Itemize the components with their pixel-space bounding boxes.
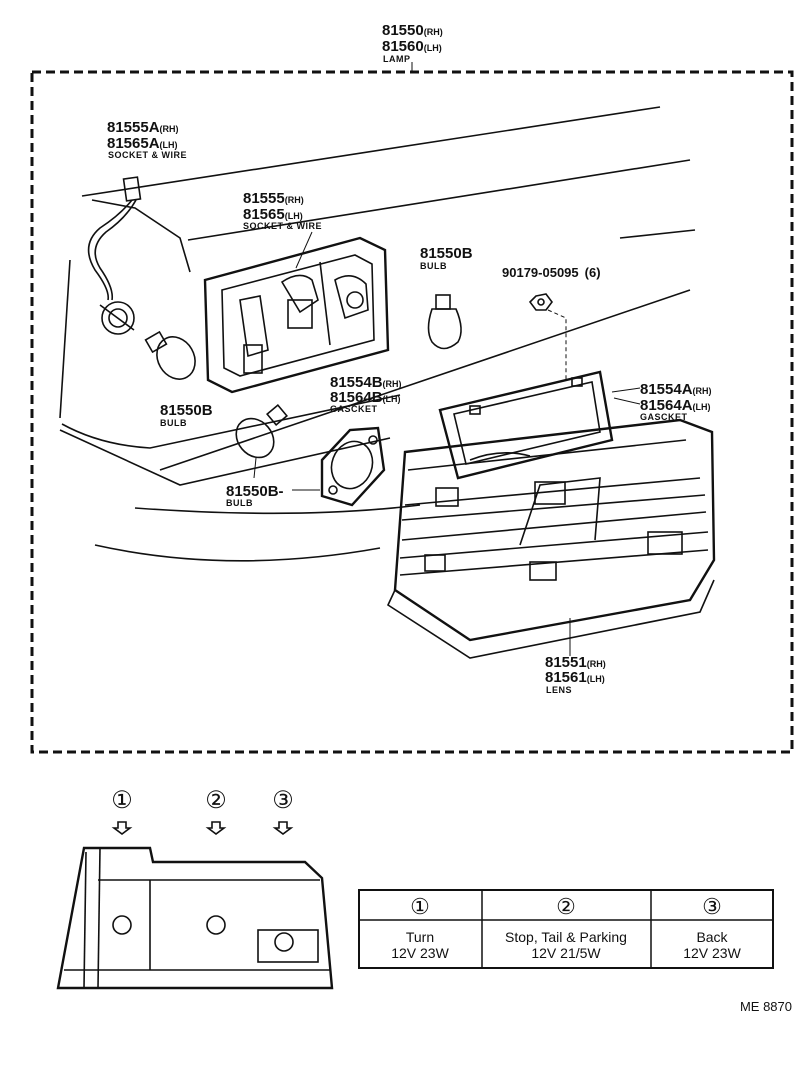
svg-text:81551(RH): 81551(RH)	[545, 654, 606, 671]
gasket-a-label: 81554A(RH) 81564A(LH) GASCKET	[640, 381, 712, 422]
lamp-front-view	[56, 846, 334, 990]
lamp-pn-rh: 81550	[382, 22, 424, 39]
gasket-a-pn-lh-suffix: (LH)	[693, 402, 711, 412]
svg-text:81565(LH): 81565(LH)	[243, 206, 303, 223]
svg-text:81565A(LH): 81565A(LH)	[107, 135, 178, 152]
gasket-a-name: GASCKET	[640, 412, 688, 422]
bulb-left-part	[144, 330, 196, 380]
bulb-bottom-pn: 81550B-	[226, 483, 284, 500]
gasket-b-pn-rh-suffix: (RH)	[383, 379, 402, 389]
gasket-b-pn-rh: 81554B	[330, 374, 383, 391]
bulb-position-markers: ① ② ③	[111, 787, 294, 835]
socket-wire-a-name: SOCKET & WIRE	[108, 150, 187, 160]
table-spec-3: 12V 23W	[683, 945, 741, 961]
lamp-pn-lh: 81560	[382, 38, 424, 55]
nut-pn: 90179-05095	[502, 265, 579, 280]
bulb-left-pn: 81550B	[160, 402, 213, 419]
gasket-a-part	[438, 370, 614, 480]
table-header-1: ①	[410, 894, 430, 919]
svg-text:81564B(LH): 81564B(LH)	[330, 389, 401, 406]
socket-wire-a-part	[87, 176, 142, 335]
lens-name: LENS	[546, 685, 572, 695]
bulb-top-part	[427, 294, 462, 350]
socket-wire-pn-rh-suffix: (RH)	[285, 195, 304, 205]
svg-text:90179-05095(6): 90179-05095 (6)	[502, 265, 601, 280]
bulb-bottom-name: BULB	[226, 498, 253, 508]
leader-lines	[292, 231, 641, 656]
marker-3: ③	[272, 787, 294, 814]
svg-text:81564A(LH): 81564A(LH)	[640, 397, 711, 414]
lens-pn-rh: 81551	[545, 654, 587, 671]
bulb-bottom-label: 81550B- BULB	[226, 483, 284, 508]
bulb-bottom-part	[235, 404, 288, 479]
arrow-down-icon	[111, 821, 133, 835]
nut-label: 90179-05095 (6)	[502, 265, 601, 280]
svg-text:81555A(RH): 81555A(RH)	[107, 119, 179, 136]
lens-label: 81551(RH) 81561(LH) LENS	[545, 654, 606, 695]
table-function-1: Turn	[406, 929, 434, 945]
socket-wire-pn-lh: 81565	[243, 206, 285, 223]
lens-pn-lh-suffix: (LH)	[587, 674, 605, 684]
bulb-top-name: BULB	[420, 261, 447, 271]
gasket-a-pn-lh: 81564A	[640, 397, 693, 414]
bulb-spec-table: ① ② ③ Turn 12V 23W Stop, Tail & Parking …	[358, 889, 774, 969]
gasket-a-pn-rh: 81554A	[640, 381, 693, 398]
gasket-b-pn-lh-suffix: (LH)	[383, 394, 401, 404]
arrow-down-icon	[205, 821, 227, 835]
table-function-3: Back	[696, 929, 728, 945]
svg-text:81555(RH): 81555(RH)	[243, 190, 304, 207]
gasket-b-part	[320, 426, 386, 507]
table-function-2: Stop, Tail & Parking	[505, 929, 627, 945]
table-header-3: ③	[702, 894, 722, 919]
table-spec-2: 12V 21/5W	[531, 945, 601, 961]
socket-wire-a-pn-rh-suffix: (RH)	[160, 124, 179, 134]
lamp-name: LAMP	[383, 54, 411, 64]
figure-code: ME 8870	[740, 999, 792, 1014]
nut-qty: (6)	[585, 265, 601, 280]
socket-wire-a-pn-lh-suffix: (LH)	[160, 140, 178, 150]
lamp-pn-rh-suffix: (RH)	[424, 27, 443, 37]
table-header-2: ②	[556, 894, 576, 919]
svg-text:81561(LH): 81561(LH)	[545, 669, 605, 686]
svg-text:81550(RH): 81550(RH)	[382, 22, 443, 39]
bulb-left-name: BULB	[160, 418, 187, 428]
lens-pn-lh: 81561	[545, 669, 587, 686]
svg-text:81554B(RH): 81554B(RH)	[330, 374, 402, 391]
arrow-down-icon	[272, 821, 294, 835]
socket-wire-a-pn-lh: 81565A	[107, 135, 160, 152]
gasket-b-name: GASCKET	[330, 404, 378, 414]
gasket-b-pn-lh: 81564B	[330, 389, 383, 406]
bulb-top-pn: 81550B	[420, 245, 473, 262]
socket-housing-part	[203, 236, 390, 394]
lens-pn-rh-suffix: (RH)	[587, 659, 606, 669]
marker-1: ①	[111, 787, 133, 814]
socket-wire-pn-lh-suffix: (LH)	[285, 211, 303, 221]
svg-text:81560(LH): 81560(LH)	[382, 38, 442, 55]
nut-part	[528, 293, 567, 380]
socket-wire-a-pn-rh: 81555A	[107, 119, 160, 136]
lamp-label: 81550(RH) 81560(LH) LAMP	[382, 22, 443, 64]
socket-wire-pn-rh: 81555	[243, 190, 285, 207]
bulb-left-label: 81550B BULB	[160, 402, 213, 428]
socket-wire-name: SOCKET & WIRE	[243, 221, 322, 231]
lens-part	[386, 418, 716, 659]
table-spec-1: 12V 23W	[391, 945, 449, 961]
bulb-top-label: 81550B BULB	[420, 245, 473, 271]
body-panel	[59, 106, 696, 562]
lamp-pn-lh-suffix: (LH)	[424, 43, 442, 53]
gasket-a-pn-rh-suffix: (RH)	[693, 386, 712, 396]
socket-wire-label: 81555(RH) 81565(LH) SOCKET & WIRE	[243, 190, 322, 231]
marker-2: ②	[205, 787, 227, 814]
svg-text:81554A(RH): 81554A(RH)	[640, 381, 712, 398]
gasket-b-label: 81554B(RH) 81564B(LH) GASCKET	[330, 374, 402, 414]
socket-wire-a-label: 81555A(RH) 81565A(LH) SOCKET & WIRE	[107, 119, 187, 160]
